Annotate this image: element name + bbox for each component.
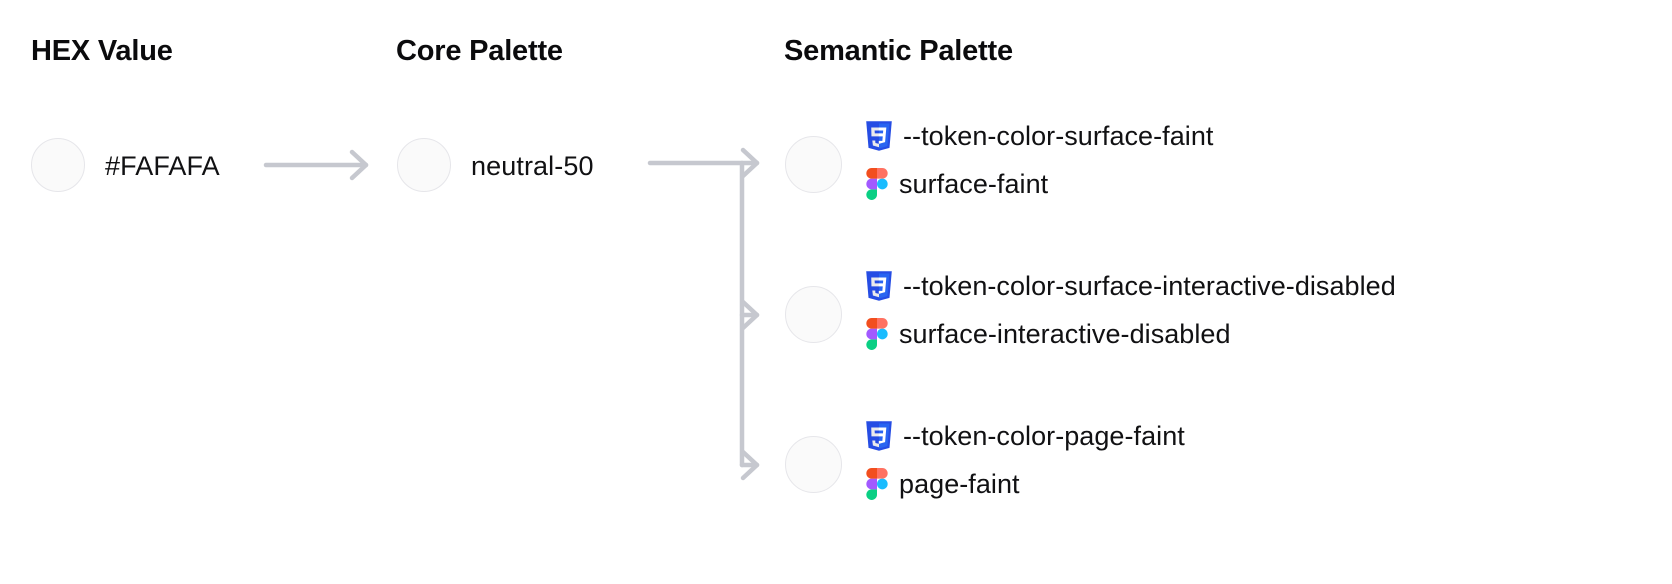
semantic-token-row: --token-color-surface-interactive-disabl… xyxy=(866,262,1666,358)
figma-token-line: surface-faint xyxy=(866,160,1666,208)
column-header-core-palette: Core Palette xyxy=(396,35,563,67)
figma-token-label: page-faint xyxy=(899,468,1020,499)
arrow-core-to-semantic-branch xyxy=(647,147,760,481)
core-palette-label: neutral-50 xyxy=(471,151,594,181)
column-header-semantic-palette: Semantic Palette xyxy=(784,35,1013,67)
color-swatch-semantic-2 xyxy=(785,436,842,493)
css3-icon xyxy=(866,271,892,301)
css3-icon xyxy=(866,421,892,451)
figma-token-label: surface-interactive-disabled xyxy=(899,318,1231,349)
arrow-hex-to-core xyxy=(263,149,369,181)
figma-icon xyxy=(866,468,888,500)
semantic-token-row: --token-color-surface-faint surface-fain… xyxy=(866,112,1666,208)
figma-icon xyxy=(866,318,888,350)
css-token-line: --token-color-surface-faint xyxy=(866,112,1666,160)
css3-icon xyxy=(866,121,892,151)
figma-icon xyxy=(866,168,888,200)
css-token-label: --token-color-page-faint xyxy=(903,420,1185,451)
figma-token-label: surface-faint xyxy=(899,168,1049,199)
color-swatch-semantic-1 xyxy=(785,286,842,343)
css-token-label: --token-color-surface-faint xyxy=(903,120,1214,151)
column-header-hex-value: HEX Value xyxy=(31,35,173,67)
color-swatch-core xyxy=(397,138,451,192)
figma-token-line: surface-interactive-disabled xyxy=(866,310,1666,358)
figma-token-line: page-faint xyxy=(866,460,1666,508)
css-token-line: --token-color-page-faint xyxy=(866,412,1666,460)
hex-value-label: #FAFAFA xyxy=(105,151,220,181)
color-swatch-semantic-0 xyxy=(785,136,842,193)
color-swatch-hex xyxy=(31,138,85,192)
css-token-line: --token-color-surface-interactive-disabl… xyxy=(866,262,1666,310)
semantic-token-row: --token-color-page-faint page-faint xyxy=(866,412,1666,508)
css-token-label: --token-color-surface-interactive-disabl… xyxy=(903,270,1396,301)
